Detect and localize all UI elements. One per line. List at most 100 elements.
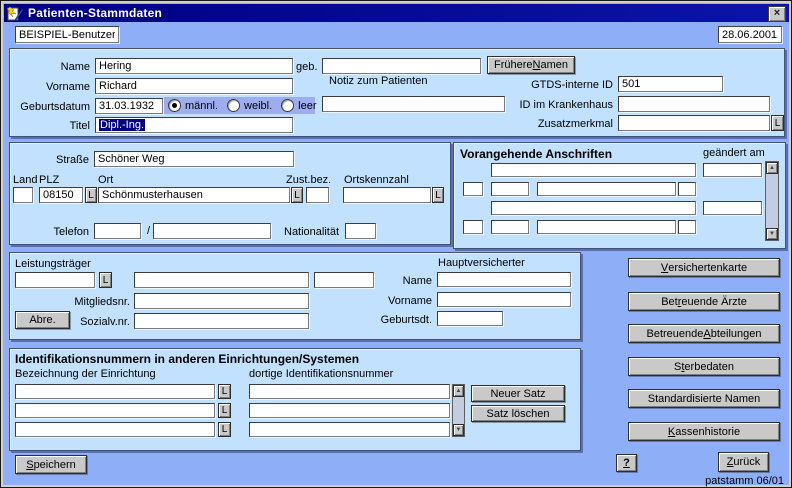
title-bar[interactable]: Patienten-Stammdaten × (4, 4, 789, 22)
titel-input[interactable]: Dipl.-Ing. (95, 117, 293, 133)
radio-maennl-label: männl. (185, 99, 219, 112)
leistungstraeger-lov-button[interactable]: L (99, 272, 112, 288)
abrechnung-button[interactable]: Abre. (15, 311, 70, 329)
leistungstraeger-name-input[interactable] (134, 272, 309, 288)
vorname-input[interactable] (95, 78, 293, 94)
name-label: Name (60, 61, 90, 73)
anschrift2-plz-input[interactable] (491, 220, 529, 234)
mitgliedsnr-input[interactable] (134, 293, 309, 309)
anschrift1-ort-input[interactable] (537, 182, 676, 196)
anschrift1-land-input[interactable] (463, 182, 483, 196)
hv-geburtsdt-input[interactable] (437, 311, 503, 326)
previous-addresses-title: Vorangehende Anschriften (460, 147, 613, 161)
geburtsname-input[interactable] (322, 58, 481, 74)
hv-name-input[interactable] (437, 272, 571, 287)
zustbez-input[interactable] (306, 187, 329, 203)
scroll-up-icon[interactable]: ▲ (766, 162, 778, 174)
einrichtung3-lov-button[interactable]: L (218, 422, 231, 437)
help-button[interactable]: ? (616, 454, 637, 472)
date-field[interactable] (718, 26, 782, 43)
einrichtung2-input[interactable] (15, 403, 215, 418)
anschrift1-geaendert-input[interactable] (703, 163, 762, 177)
user-field[interactable] (15, 26, 119, 43)
previous-addresses-scrollbar[interactable]: ▲ ▼ (765, 161, 779, 241)
hv-name-label: Name (402, 275, 432, 287)
sozialvnr-label: Sozialv.nr. (80, 316, 130, 328)
anschrift1-plz-input[interactable] (491, 182, 529, 196)
land-label: Land (13, 174, 38, 186)
gtds-id-input[interactable] (618, 76, 723, 92)
radio-weibl[interactable] (227, 99, 241, 112)
external-ids-title: Identifikationsnummern in anderen Einric… (15, 352, 360, 366)
anschrift2-ort-input[interactable] (537, 220, 676, 234)
einrichtung-label: Bezeichnung der Einrichtung (15, 368, 156, 380)
anschrift1-zustbez-input[interactable] (678, 182, 696, 196)
ortskennzahl-lov-button[interactable]: L (432, 187, 444, 203)
geb-label: geb. (296, 61, 318, 73)
close-icon[interactable]: × (768, 6, 786, 22)
telefon-label: Telefon (53, 226, 89, 238)
geburtsdatum-input[interactable] (95, 98, 163, 114)
sozialvnr-input[interactable] (134, 313, 309, 329)
telefon-nummer-input[interactable] (153, 223, 271, 239)
hv-vorname-input[interactable] (437, 292, 571, 307)
scroll-up-icon[interactable]: ▲ (453, 385, 464, 397)
identnummer3-input[interactable] (249, 422, 450, 437)
anschrift2-strasse-input[interactable] (491, 201, 696, 215)
zusatzmerkmal-input[interactable] (618, 115, 770, 131)
zusatzmerkmal-lov-button[interactable]: L (771, 115, 784, 131)
strasse-input[interactable] (94, 151, 294, 167)
notiz-input[interactable] (322, 96, 505, 112)
anschrift2-geaendert-input[interactable] (703, 201, 762, 215)
neuer-satz-button[interactable]: Neuer Satz (471, 385, 565, 402)
land-input[interactable] (13, 187, 33, 203)
krankenhaus-id-input[interactable] (618, 96, 770, 112)
radio-maennl[interactable] (168, 99, 181, 112)
radio-leer-label: leer (298, 99, 317, 112)
zustbez-label: Zust.bez. (286, 174, 332, 186)
anschrift2-land-input[interactable] (463, 220, 483, 234)
krankenhaus-id-label: ID im Krankenhaus (519, 99, 613, 111)
plz-lov-button[interactable]: L (85, 187, 97, 203)
external-ids-scrollbar[interactable]: ▲ ▼ (452, 384, 465, 437)
ort-input[interactable] (98, 187, 290, 203)
anschrift1-strasse-input[interactable] (491, 163, 696, 177)
gender-radio-group: männl. weibl. leer (164, 97, 317, 114)
zusatzmerkmal-label: Zusatzmerkmal (537, 118, 613, 130)
notiz-label: Notiz zum Patienten (329, 75, 428, 87)
identnummer1-input[interactable] (249, 384, 450, 399)
einrichtung3-input[interactable] (15, 422, 215, 437)
ortskennzahl-input[interactable] (343, 187, 431, 203)
ort-lov-button[interactable]: L (291, 187, 303, 203)
nationalitaet-input[interactable] (345, 223, 376, 239)
anschrift2-zustbez-input[interactable] (678, 220, 696, 234)
einrichtung1-input[interactable] (15, 384, 215, 399)
standardisierte-namen-button[interactable]: Standardisierte Namen (628, 389, 780, 408)
einrichtung2-lov-button[interactable]: L (218, 403, 231, 418)
plz-input[interactable] (39, 187, 83, 203)
scroll-down-icon[interactable]: ▼ (766, 228, 778, 240)
scroll-down-icon[interactable]: ▼ (453, 424, 464, 436)
name-input[interactable] (95, 58, 293, 74)
identnummer2-input[interactable] (249, 403, 450, 418)
leistungstraeger-zusatz-input[interactable] (314, 272, 374, 288)
radio-leer[interactable] (281, 99, 295, 112)
gtds-id-label: GTDS-interne ID (531, 79, 613, 91)
plz-label: PLZ (39, 174, 60, 186)
satz-loeschen-button[interactable]: Satz löschen (471, 405, 565, 422)
mitgliedsnr-label: Mitgliedsnr. (74, 296, 130, 308)
geburtsdatum-label: Geburtsdatum (20, 101, 90, 113)
einrichtung1-lov-button[interactable]: L (218, 384, 231, 399)
leistungstraeger-code-input[interactable] (15, 272, 95, 288)
identnummer-label: dortige Identifikationsnummer (249, 368, 394, 380)
telefon-vorwahl-input[interactable] (94, 223, 141, 239)
